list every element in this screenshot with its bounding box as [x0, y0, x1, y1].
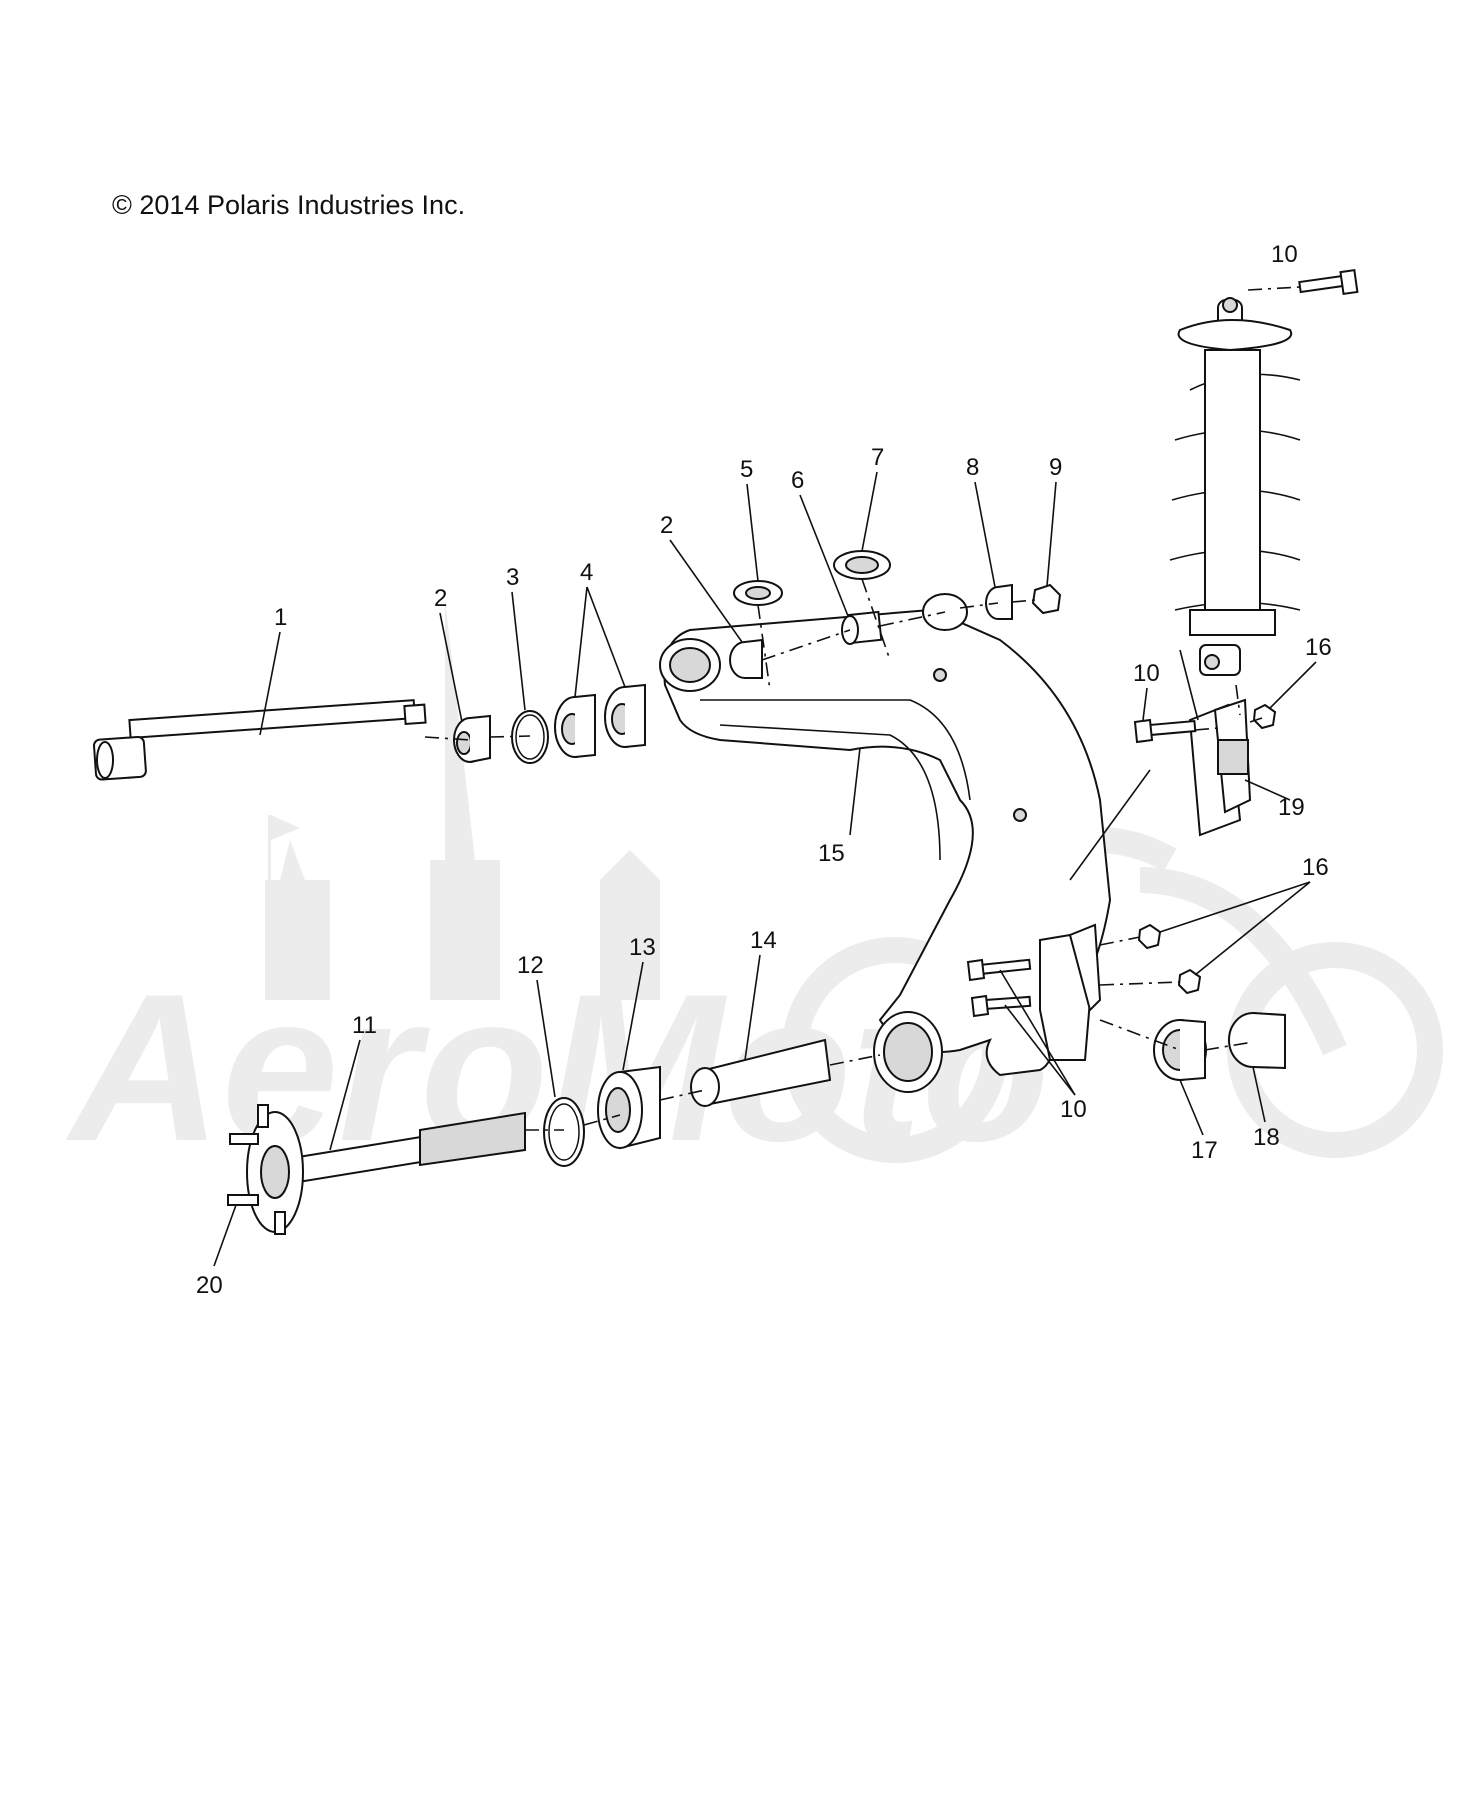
callout-16-top: 16: [1305, 634, 1332, 661]
part-seal-7: [833, 550, 891, 580]
callout-18: 18: [1253, 1124, 1280, 1151]
callout-5: 5: [740, 456, 753, 483]
callout-10-bracket: 10: [1133, 660, 1160, 687]
copyright-notice: © 2014 Polaris Industries Inc.: [112, 190, 466, 220]
watermark-castle-silhouette: [265, 600, 660, 1000]
callout-19: 19: [1278, 794, 1305, 821]
part-tube-14: [690, 1038, 832, 1107]
part-nut-16-top: [1252, 703, 1277, 730]
callout-14: 14: [750, 927, 777, 954]
leader-lines: [213, 471, 1317, 1267]
callout-10-lower: 10: [1060, 1096, 1087, 1123]
callout-9: 9: [1049, 454, 1062, 481]
callout-13: 13: [629, 934, 656, 961]
callout-6: 6: [791, 467, 804, 494]
part-snap-ring-12: [543, 1097, 585, 1167]
part-spacer-2a: [453, 714, 491, 763]
callouts: 1 2 3 4 2 5 6 7 8 9 10 10 16 19 15 16 10…: [196, 241, 1332, 1299]
part-lower-bracket: [1039, 923, 1102, 1061]
callout-2b: 2: [660, 512, 673, 539]
part-nuts-16-lower: [1137, 923, 1202, 995]
callout-15: 15: [818, 840, 845, 867]
callout-1: 1: [274, 604, 287, 631]
part-bracket-19: [1188, 698, 1252, 837]
center-lines: [424, 286, 1301, 1131]
callout-16-lower: 16: [1302, 854, 1329, 881]
callout-8: 8: [966, 454, 979, 481]
part-axle-shaft: [227, 1104, 526, 1235]
callout-11: 11: [352, 1012, 377, 1039]
part-bearing-4a: [554, 693, 596, 758]
part-bushing-18: [1228, 1012, 1286, 1070]
part-snap-ring-3: [511, 710, 549, 764]
callout-7: 7: [871, 444, 884, 471]
part-bolt-10-bracket: [1133, 718, 1197, 744]
part-bushing-8: [985, 583, 1013, 620]
callout-10-top: 10: [1271, 241, 1298, 268]
part-shock-absorber: [1169, 297, 1301, 676]
part-bolt-10-top: [1298, 269, 1359, 296]
part-nut-9: [1031, 583, 1062, 615]
callout-12: 12: [517, 952, 544, 979]
part-bushing-5: [733, 580, 783, 606]
part-pivot-bolt: [93, 699, 427, 781]
part-spacer-6: [841, 610, 883, 645]
part-bolts-10-lower: [966, 958, 1032, 1018]
part-swing-arm: [659, 593, 1112, 1093]
part-bushing-17: [1153, 1019, 1207, 1081]
part-spacer-2b: [729, 638, 763, 679]
part-bearing-13: [597, 1065, 661, 1150]
callout-17: 17: [1191, 1137, 1218, 1164]
callout-4: 4: [580, 559, 593, 586]
callout-20: 20: [196, 1272, 223, 1299]
part-bearing-4b: [604, 683, 646, 748]
callout-3: 3: [506, 564, 519, 591]
callout-2a: 2: [434, 585, 447, 612]
